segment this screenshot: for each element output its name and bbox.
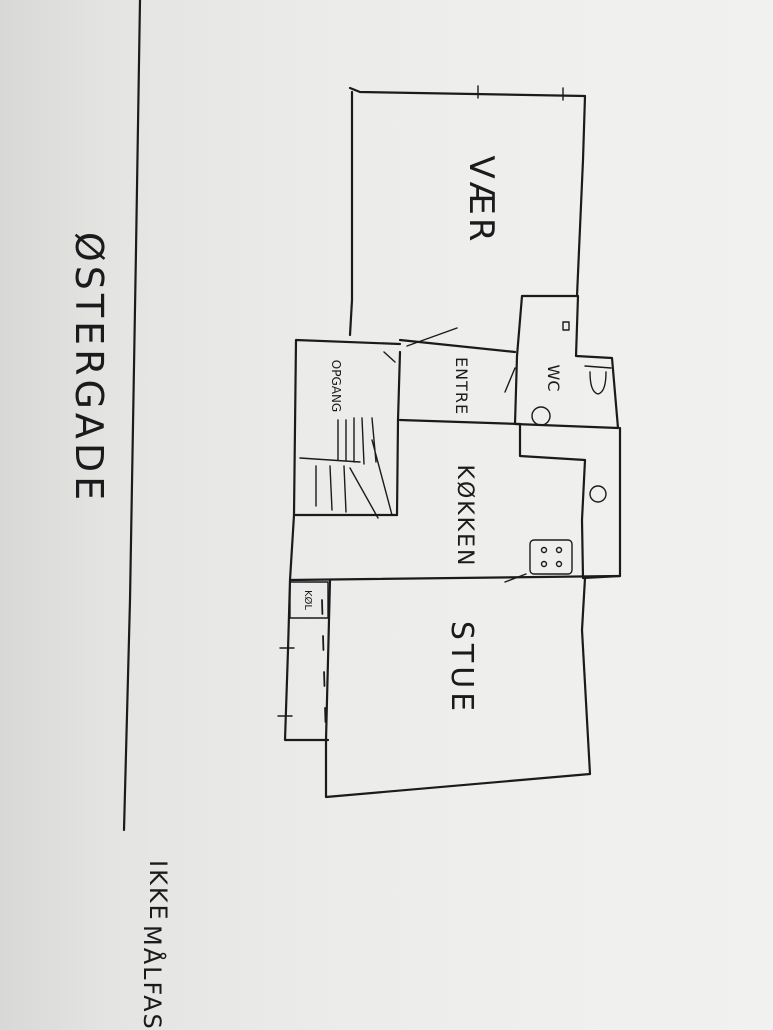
label-vaer: VÆR	[461, 155, 501, 244]
wall-koekken-stue	[288, 574, 622, 582]
label-wc: WC	[544, 365, 563, 392]
stove-burners	[540, 546, 563, 568]
wc-window-mark	[562, 321, 570, 331]
wall-vaer-room	[348, 86, 587, 337]
label-koel: KØL	[302, 590, 314, 610]
wall-wc	[513, 294, 620, 430]
label-entre: ENTRE	[452, 357, 471, 415]
window-dashed	[321, 599, 327, 741]
wc-toilet-icon	[584, 365, 612, 395]
wall-west-ext	[283, 513, 330, 742]
wc-sink-icon	[531, 406, 551, 426]
koel-box	[289, 581, 329, 619]
label-street: ØSTERGADE	[67, 232, 111, 504]
label-opgang: OPGANG	[329, 360, 343, 412]
wall-opgang	[292, 338, 402, 517]
note-line2: MÅLFAST	[138, 925, 167, 1030]
stairs	[299, 351, 396, 519]
wall-tick-west	[277, 647, 295, 717]
wall-stue	[324, 576, 592, 799]
door-swing-entre	[406, 327, 516, 393]
kitchen-sink-icon	[589, 485, 607, 503]
wall-tick	[477, 85, 564, 101]
street-line	[122, 0, 142, 832]
label-stue: STUE	[444, 621, 479, 715]
wall-koekken	[518, 422, 622, 580]
note-line1: IKKE	[144, 860, 172, 922]
label-koekken: KØKKEN	[452, 465, 477, 568]
stove-icon	[529, 539, 573, 575]
